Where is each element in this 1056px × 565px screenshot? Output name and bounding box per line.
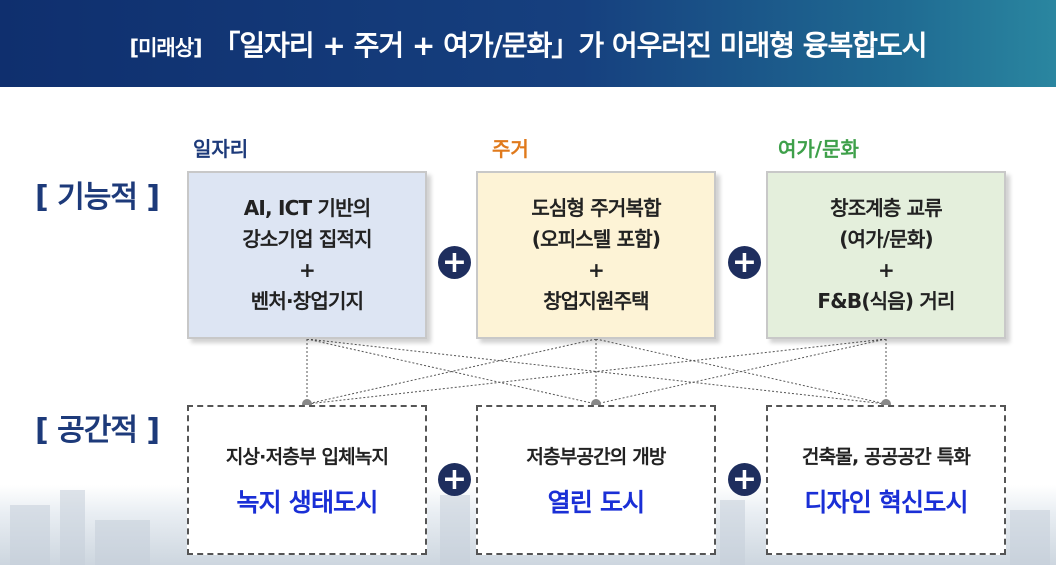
spatial-box-green: 지상·저층부 입체녹지 녹지 생태도시 (187, 405, 427, 555)
functional-line: 벤처·창업기지 (250, 289, 364, 313)
functional-line: 창업지원주택 (543, 289, 649, 313)
functional-line: 창조계층 교류 (830, 196, 943, 220)
plus-circle-icon: + (438, 463, 471, 496)
functional-box-housing: 도심형 주거복합 (오피스텔 포함) + 창업지원주택 (476, 171, 716, 339)
functional-plus: + (588, 258, 605, 282)
row-label-functional: [ 기능적 ] (35, 180, 160, 215)
banner-title-text: 「일자리 + 주거 + 여가/문화」가 어우러진 미래형 융복합도시 (212, 28, 927, 62)
plus-circle-icon: + (728, 463, 761, 496)
banner-prefix: [미래상] (129, 35, 202, 60)
category-label-leisure-culture: 여가/문화 (778, 137, 859, 161)
functional-line: F&B(식음) 거리 (817, 289, 955, 313)
spatial-title: 녹지 생태도시 (236, 487, 378, 517)
spatial-desc: 저층부공간의 개방 (526, 445, 666, 468)
row-label-spatial: [ 공간적 ] (35, 413, 160, 448)
spatial-box-open: 저층부공간의 개방 열린 도시 (476, 405, 716, 555)
plus-circle-icon: + (438, 246, 471, 279)
functional-box-jobs: AI, ICT 기반의 강소기업 집적지 + 벤처·창업기지 (187, 171, 427, 339)
spatial-title: 디자인 혁신도시 (804, 487, 968, 517)
functional-line: (여가/문화) (839, 227, 933, 251)
spatial-desc: 지상·저층부 입체녹지 (225, 445, 389, 468)
plus-circle-icon: + (728, 246, 761, 279)
functional-plus: + (299, 258, 316, 282)
functional-line: 강소기업 집적지 (242, 227, 372, 251)
functional-line: 도심형 주거복합 (531, 196, 661, 220)
banner-title: [미래상] 「일자리 + 주거 + 여가/문화」가 어우러진 미래형 융복합도시 (129, 24, 927, 64)
functional-line: (오피스텔 포함) (531, 227, 661, 251)
functional-plus: + (878, 258, 895, 282)
category-label-housing: 주거 (492, 137, 529, 161)
spatial-title: 열린 도시 (547, 487, 646, 517)
category-label-jobs: 일자리 (193, 137, 249, 161)
spatial-desc: 건축물, 공공공간 특화 (801, 445, 971, 468)
functional-line: AI, ICT 기반의 (243, 196, 371, 220)
title-banner: [미래상] 「일자리 + 주거 + 여가/문화」가 어우러진 미래형 융복합도시 (0, 0, 1056, 87)
spatial-box-design: 건축물, 공공공간 특화 디자인 혁신도시 (766, 405, 1006, 555)
functional-box-leisure-culture: 창조계층 교류 (여가/문화) + F&B(식음) 거리 (766, 171, 1006, 339)
